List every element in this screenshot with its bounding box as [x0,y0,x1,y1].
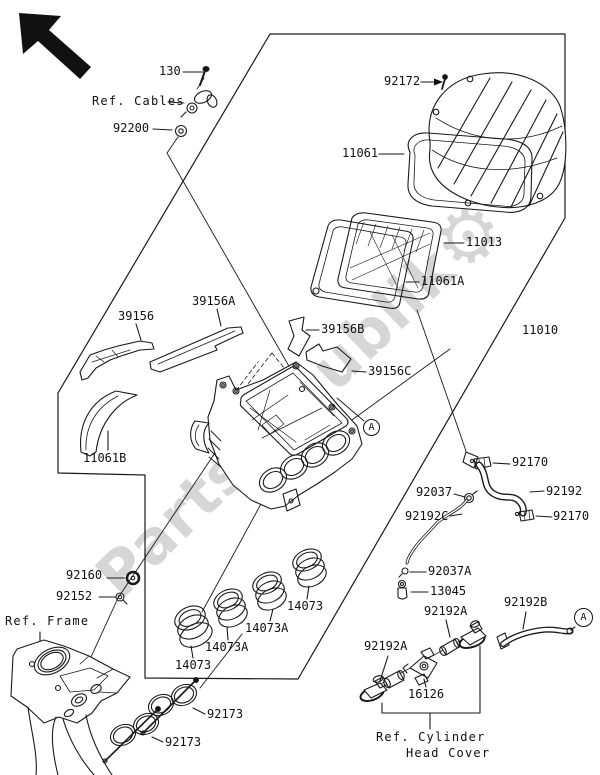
frame-drawing [11,632,130,775]
callout-ref-cylinder-line2: Head Cover [406,746,491,760]
marker-leader-lines [337,398,364,421]
connection-marker-a1: A [363,419,380,436]
connection-marker-a2: A [574,608,593,627]
air-cleaner-cover-drawing [429,73,566,208]
assembly-boundary [58,34,565,679]
callout-14073a-right: 14073A [245,621,289,635]
cover-gasket-11061-drawing [379,133,532,212]
clamp-92037-drawing [454,491,477,503]
callout-39156a: 39156A [192,294,236,308]
callout-ref-frame: Ref. Frame [5,614,90,628]
tube-92192c-drawing [407,500,467,563]
screw-92172-drawing [421,75,447,89]
clamp-92170-top-drawing [463,452,510,469]
plug-13045-drawing [398,581,428,600]
pad-39156b-drawing [288,317,319,356]
side-gasket-11061b-drawing [81,391,137,456]
cable-clamp-drawing [168,88,219,117]
pad-39156c-drawing [306,344,366,372]
hose-92192b-drawing [497,612,575,649]
callout-39156: 39156 [118,309,155,323]
callout-92037a: 92037A [428,564,472,578]
callout-39156c: 39156C [368,364,412,378]
screw-130-drawing [183,67,209,89]
callout-14073a-left: 14073A [205,640,249,654]
callout-92172: 92172 [384,74,421,88]
ref-cylinder-head-cover-bracket [382,646,480,729]
callout-92160: 92160 [66,568,103,582]
air-cleaner-housing-drawing [191,362,362,511]
callout-92173-upper: 92173 [207,707,244,721]
callout-92192a-left: 92192A [364,639,408,653]
callout-130: 130 [159,64,181,78]
callout-92037: 92037 [416,485,453,499]
callout-39156b: 39156B [321,322,365,336]
callout-92192: 92192 [546,484,583,498]
callout-13045: 13045 [430,584,467,598]
pad-39156-drawing [80,324,154,380]
callout-16126: 16126 [408,687,445,701]
grommet-92160-drawing [107,572,139,584]
screw-92152-drawing [99,593,127,604]
washer-92200-drawing [153,126,302,390]
callout-92192c: 92192C [405,509,449,523]
clamps-92173-drawing [103,678,205,763]
pad-39156a-drawing [150,309,243,372]
callout-11013: 11013 [466,235,503,249]
callout-14073-right: 14073 [287,599,324,613]
clamp-92037a-drawing [399,568,426,577]
intake-ducts-drawing [171,545,330,658]
callout-ref-cylinder-line1: Ref. Cylinder [376,730,486,744]
clamp-92170-bottom-drawing [515,510,552,521]
filter-element-11013-drawing [338,213,464,299]
callout-11061b: 11061B [83,451,127,465]
pointer-arrow-icon [19,13,91,79]
callout-92192a-mid: 92192A [424,604,468,618]
callout-92173-lower: 92173 [165,735,202,749]
base-gasket-11061a-drawing [311,220,419,309]
callout-92192b: 92192B [504,595,548,609]
callout-92170-bottom: 92170 [553,509,590,523]
callout-92152: 92152 [56,589,93,603]
callout-92200: 92200 [113,121,150,135]
breather-valve-chain-drawing [359,620,487,704]
callout-11010: 11010 [522,323,559,337]
callout-92170-top: 92170 [512,455,549,469]
callout-ref-cables: Ref. Cables [92,94,185,108]
callout-11061: 11061 [342,146,379,160]
hose-92192-drawing [479,465,544,513]
callout-14073-left: 14073 [175,658,212,672]
callout-11061a: 11061A [421,274,465,288]
